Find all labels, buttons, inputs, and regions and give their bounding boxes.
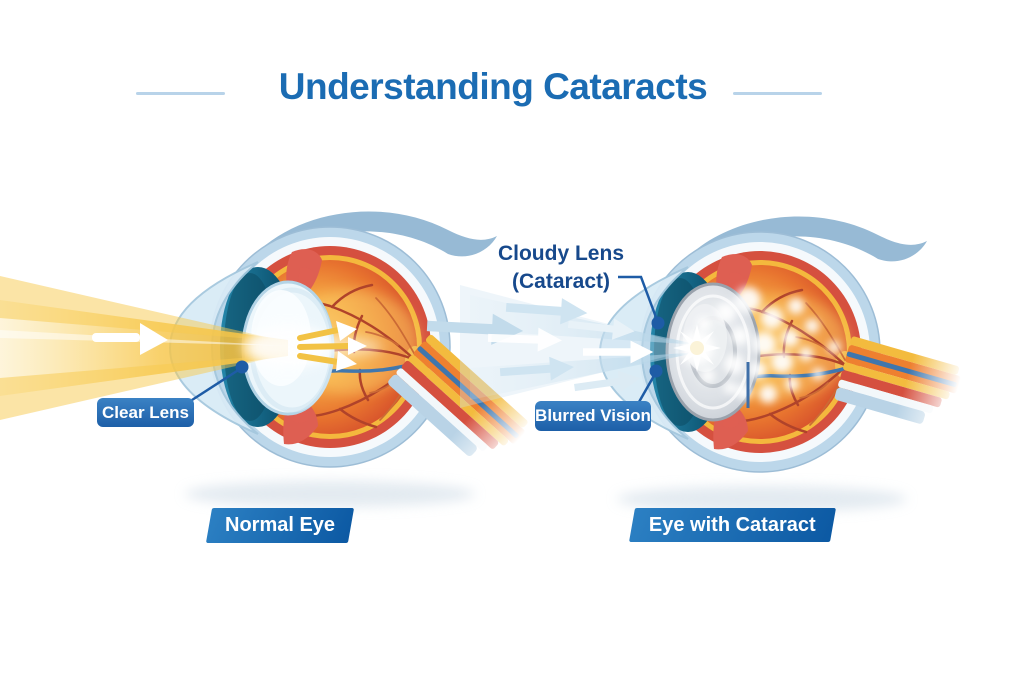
eye-shadow xyxy=(185,481,475,507)
leader-dot xyxy=(235,360,249,374)
incoming-light-beam xyxy=(0,276,382,420)
leader-dot xyxy=(649,364,663,378)
optic-nerve xyxy=(388,334,548,491)
title-dash-right xyxy=(733,92,822,95)
cloudy-lens-label: Cloudy Lens (Cataract) xyxy=(494,240,628,296)
eye-shadow xyxy=(617,486,907,512)
lens-starburst xyxy=(673,324,721,372)
focused-light-arrows xyxy=(297,321,367,371)
retina-arrow-head-icon xyxy=(336,321,357,341)
cloudy-lens-label-line1: Cloudy Lens xyxy=(497,242,624,265)
clear-lens-label: Clear Lens xyxy=(97,398,194,427)
blurred-vision-leader-line xyxy=(637,364,663,403)
retina-arrow-head-icon xyxy=(348,337,367,355)
cloudy-lens-label-line2: (Cataract) xyxy=(511,270,611,293)
leader-dot xyxy=(651,316,665,330)
scattered-light-beam xyxy=(426,285,700,408)
clear-lens-leader-line xyxy=(191,360,249,402)
retina-arrow-head-icon xyxy=(336,351,357,371)
light-arrow-head-icon xyxy=(140,323,168,355)
normal-eye-caption-text: Normal Eye xyxy=(224,514,336,536)
cataract-eye-illustration xyxy=(426,216,982,512)
clear-lens-label-text: Clear Lens xyxy=(102,402,189,422)
blurred-vision-label: Blurred Vision xyxy=(535,401,651,431)
title-dash-left xyxy=(136,92,225,95)
optic-nerve xyxy=(834,336,982,442)
normal-eye-caption-banner: Normal Eye xyxy=(205,508,355,543)
blurred-vision-label-text: Blurred Vision xyxy=(535,406,651,425)
normal-eye-illustration xyxy=(0,211,548,507)
cataract-eye-caption-banner: Eye with Cataract xyxy=(629,508,836,542)
cloudy-lens-leader-line xyxy=(618,275,665,330)
cataract-eye-caption-text: Eye with Cataract xyxy=(649,513,816,536)
page-title: Understanding Cataracts xyxy=(278,66,708,107)
light-arrow-shaft xyxy=(92,333,140,342)
